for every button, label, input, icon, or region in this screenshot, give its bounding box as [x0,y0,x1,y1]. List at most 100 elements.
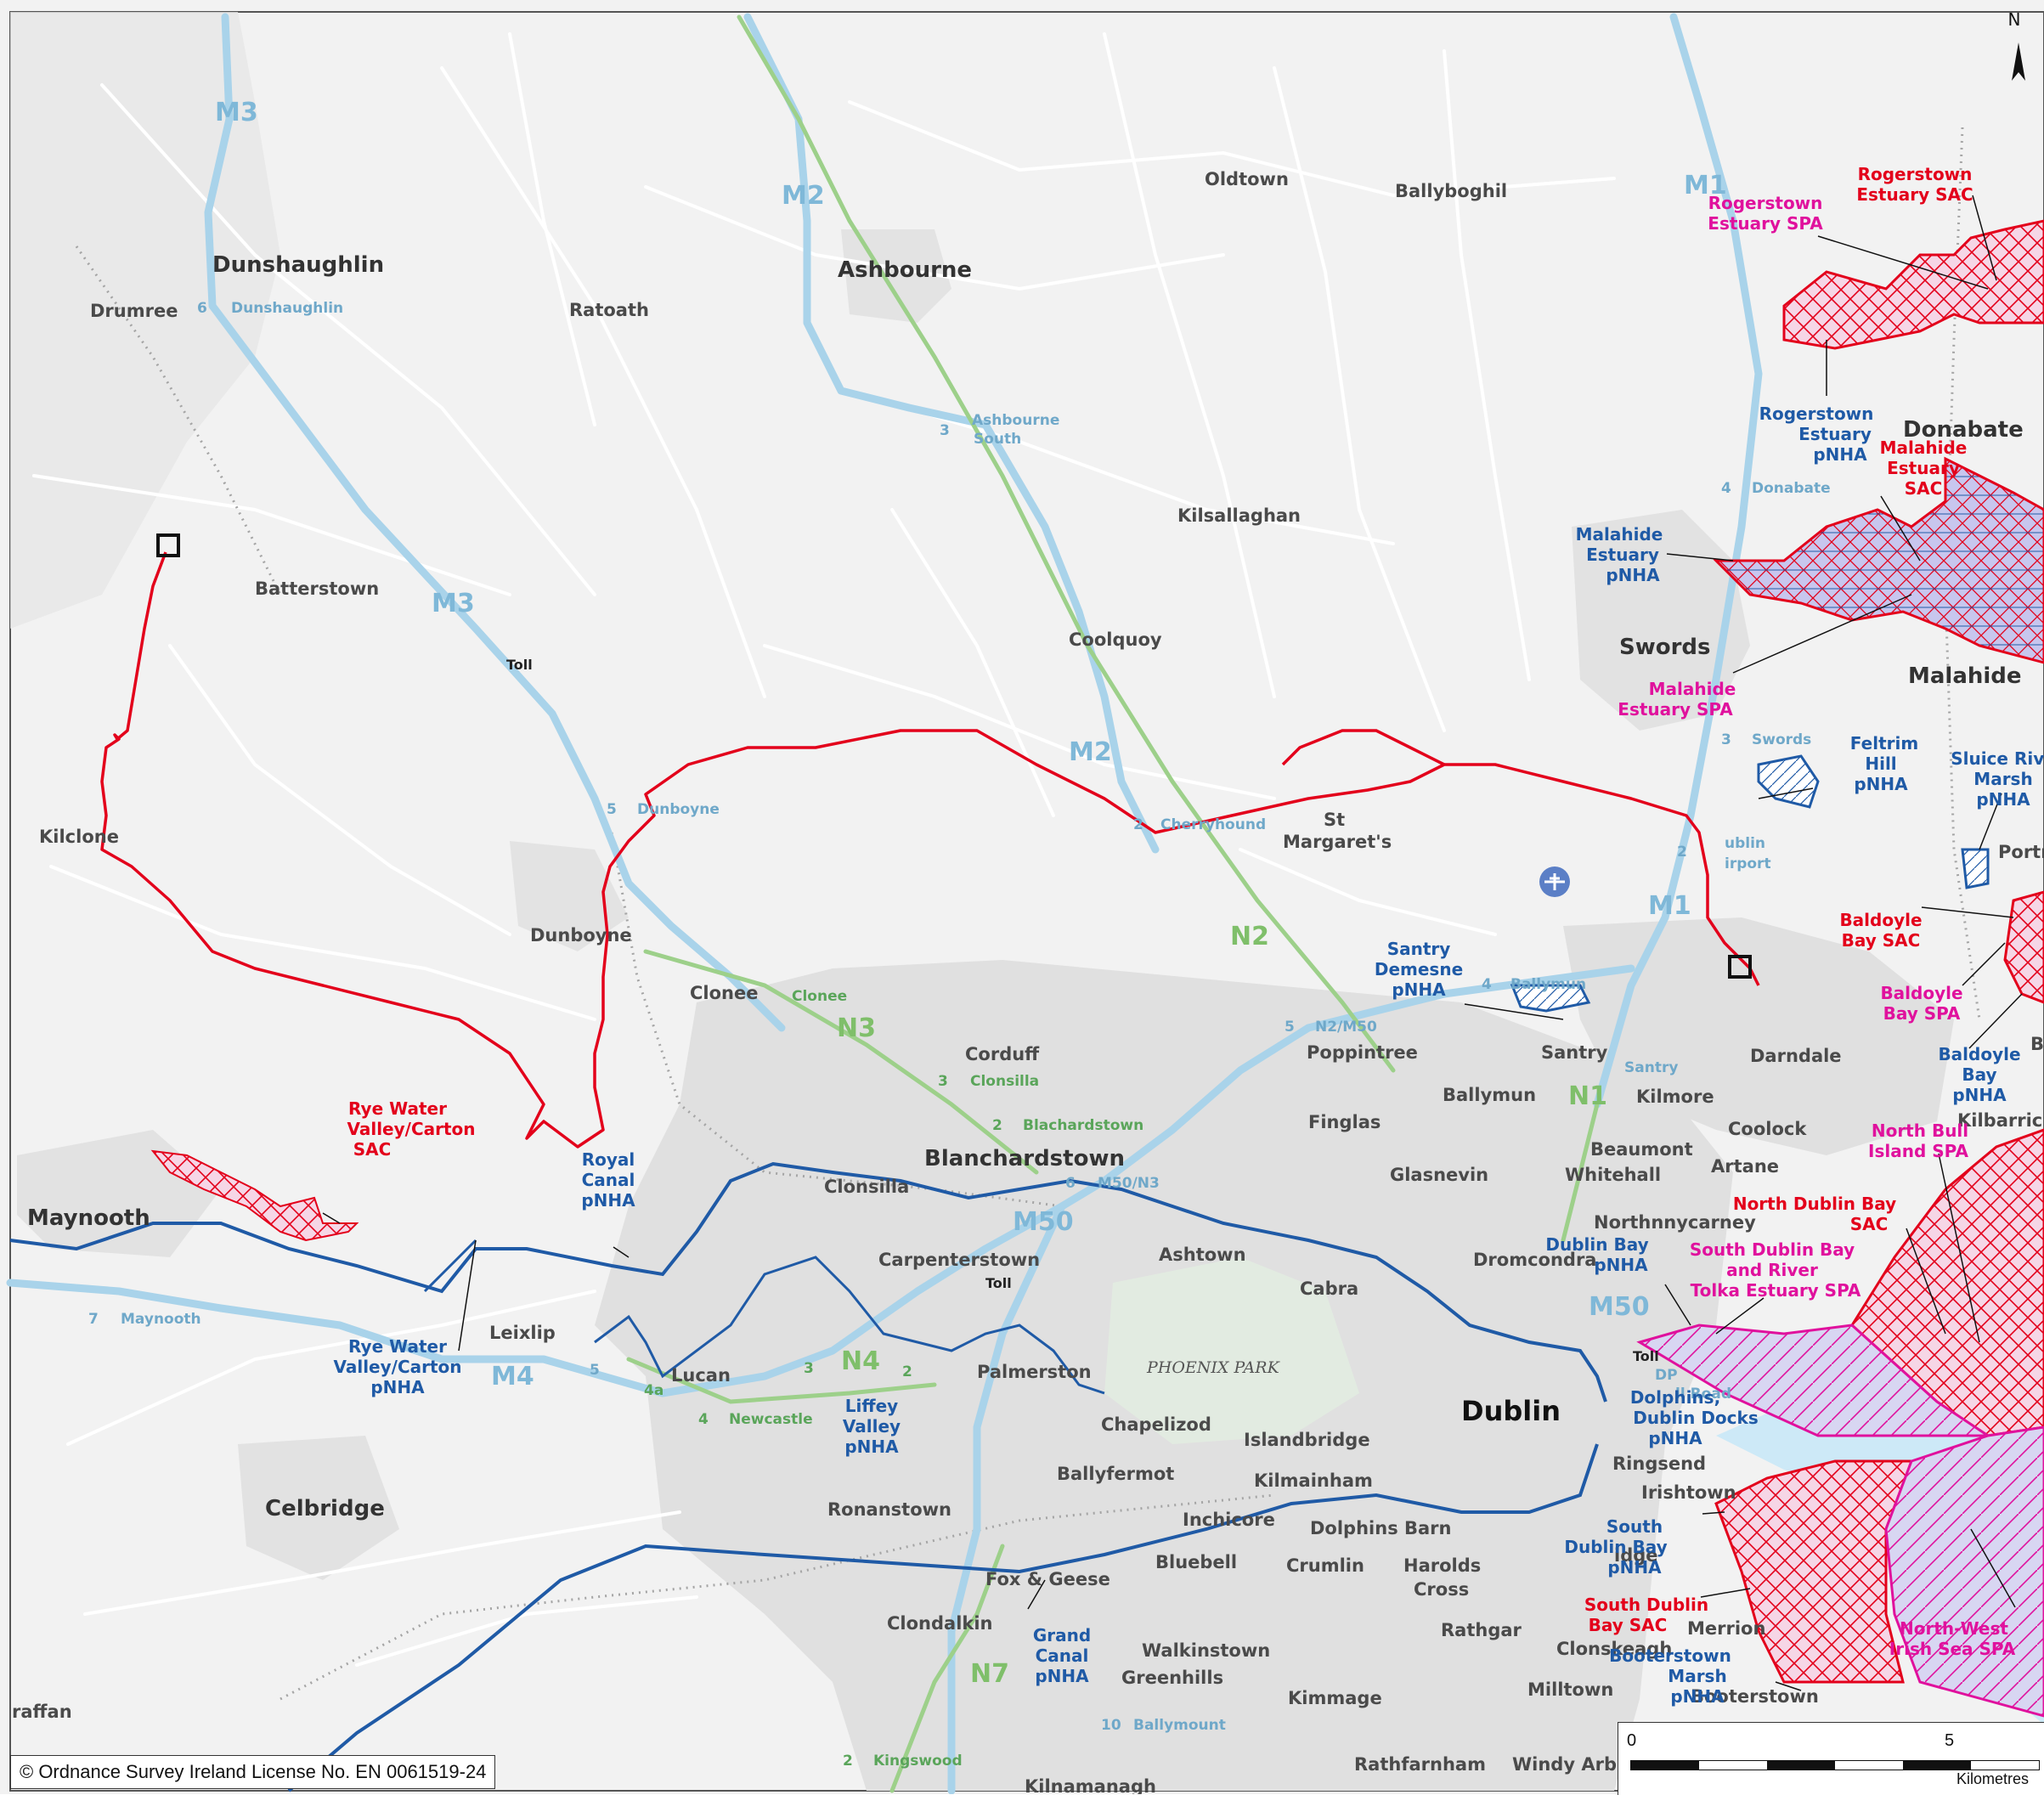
place-greenhills: Greenhills [1121,1668,1223,1688]
label-liffey-pnha-1: Liffey [845,1396,898,1416]
junction-3b-number: 3 [1721,731,1731,748]
place-ronanstown: Ronanstown [827,1499,951,1520]
label-booterstown-pnha-2: Marsh [1668,1666,1726,1686]
road-label-m3-south: M3 [432,589,475,618]
place-dolphins-barn: Dolphins Barn [1310,1518,1451,1538]
road-label-m50-east: M50 [1589,1292,1650,1322]
place-fox-geese: Fox & Geese [985,1569,1110,1589]
label-liffey-pnha-3: pNHA [844,1437,899,1457]
road-label-m50-west: M50 [1013,1207,1074,1237]
north-arrow-label: N [2008,9,2021,30]
place-ballymun: Ballymun [1443,1085,1536,1105]
label-baldoyle-pnha-2: Bay [1962,1064,1996,1085]
label-dolphins-pnha-1: Dolphins, [1630,1387,1720,1408]
phoenix-park-area [1104,1257,1359,1444]
label-south-dublin-pnha-2: Dublin Bay [1564,1537,1667,1557]
baldoyle-bay-area [2003,890,2044,1004]
place-walkinstown: Walkinstown [1142,1640,1270,1661]
label-rogerstown-pnha-3: pNHA [1813,444,1867,465]
junction-dunboyne: Dunboyne [637,801,720,818]
label-feltrim-pnha-3: pNHA [1854,774,1908,794]
place-oldtown: Oldtown [1205,169,1289,189]
label-south-dublin-spa-1: South Dublin Bay [1690,1239,1855,1260]
label-grand-canal-pnha-3: pNHA [1035,1666,1089,1686]
place-kilclone: Kilclone [39,827,119,847]
north-west-irish-sea-spa-area [1884,1425,2044,1718]
place-malahide: Malahide [1908,663,2022,689]
place-kimmage: Kimmage [1288,1688,1382,1708]
railway-lines [75,127,1981,1701]
place-harolds-cross-1: Harolds [1403,1555,1481,1576]
label-nw-irish-sea-spa-2: Irish Sea SPA [1889,1639,2016,1659]
label-rogerstown-spa-2: Estuary SPA [1708,213,1823,234]
label-liffey-pnha-2: Valley [843,1416,901,1437]
royal-canal-line [9,1161,1607,1403]
feltrim-hill-area [1757,754,1820,809]
junction-5c-number: 5 [590,1362,600,1379]
place-batterstown: Batterstown [255,579,379,599]
rural-shading-northwest [10,12,280,629]
place-beaumont: Beaumont [1590,1139,1693,1160]
label-santry-pnha-1: Santry [1387,939,1451,959]
label-north-dublin-sac-1: North Dublin Bay [1733,1194,1896,1214]
place-inchicore: Inchicore [1183,1510,1275,1530]
place-donabate: Donabate [1903,417,2024,443]
label-rye-sac-2: Valley/Carton [347,1119,475,1139]
route-compound-west [156,533,180,557]
route-compound-east [1728,955,1752,979]
junction-blanchardstown: Blachardstown [1023,1117,1143,1134]
place-darndale: Darndale [1750,1046,1842,1066]
label-baldoyle-sac-1: Baldoyle [1839,910,1922,930]
junction-clonsilla: Clonsilla [970,1073,1039,1090]
label-nw-irish-sea-spa-1: North-West [1900,1618,2008,1639]
place-carpenterstown: Carpenterstown [878,1250,1040,1270]
label-royal-canal-pnha-1: Royal [582,1149,635,1170]
airport-icon [1539,866,1570,897]
place-dunboyne: Dunboyne [530,925,632,945]
label-malahide-sac-3: SAC [1905,478,1943,499]
place-ashtown: Ashtown [1159,1245,1246,1265]
scale-label-zero: 0 [1627,1731,1637,1750]
junction-6-number: 6 [197,300,207,317]
place-kilnamanagh: Kilnamanagh [1025,1776,1156,1794]
road-label-n2: N2 [1230,922,1269,951]
label-booterstown-pnha-3: pNHA [1670,1686,1725,1707]
junction-5a-number: 5 [607,801,617,818]
label-malahide-pnha-3: pNHA [1606,565,1660,585]
santry-demesne-area [1510,984,1591,1013]
malahide-estuary-area [1713,456,2044,664]
junction-kingswood: Kingswood [873,1753,963,1770]
label-rogerstown-pnha-1: Rogerstown [1759,404,1874,424]
label-south-dublin-sac-1: South Dublin [1584,1595,1708,1615]
junction-donabate: Donabate [1752,480,1831,497]
place-merrion: Merrion [1687,1618,1765,1639]
place-clonee: Clonee [690,983,758,1003]
label-rye-pnha-1: Rye Water [348,1336,447,1357]
urban-area-north-dublin [1563,917,1954,1155]
junction-4c-number: 4 [698,1411,709,1428]
north-arrow [2012,42,2025,81]
label-dolphins-pnha-2: Dublin Docks [1633,1408,1758,1428]
junction-4b-number: 4 [1482,976,1492,993]
place-ballyboghil: Ballyboghil [1395,181,1507,201]
toll-m3: Toll [506,657,533,673]
place-dunshaughlin: Dunshaughlin [212,252,384,278]
place-ridge: idge [1614,1545,1658,1566]
proposed-route-east-spur [1281,729,1445,766]
scale-bar-segments [1630,1760,2040,1770]
scale-label-five: 5 [1945,1731,1955,1750]
place-portmarnock: Portm [1998,842,2044,862]
label-baldoyle-spa-2: Bay SPA [1883,1003,1961,1024]
place-clonskeagh: Clonskeagh [1556,1639,1672,1659]
proposed-route-line [100,551,1760,1149]
junction-6b-number: 6 [1065,1175,1076,1192]
place-windy-arbour: Windy Arb [1512,1754,1617,1775]
grand-canal-line [287,1443,1599,1792]
place-leixlip: Leixlip [489,1323,556,1343]
place-bluebell: Bluebell [1155,1552,1237,1572]
label-malahide-sac-1: Malahide [1880,437,1968,458]
label-baldoyle-pnha-3: pNHA [1952,1085,2007,1105]
scale-unit-label: Kilometres [1956,1770,2030,1787]
